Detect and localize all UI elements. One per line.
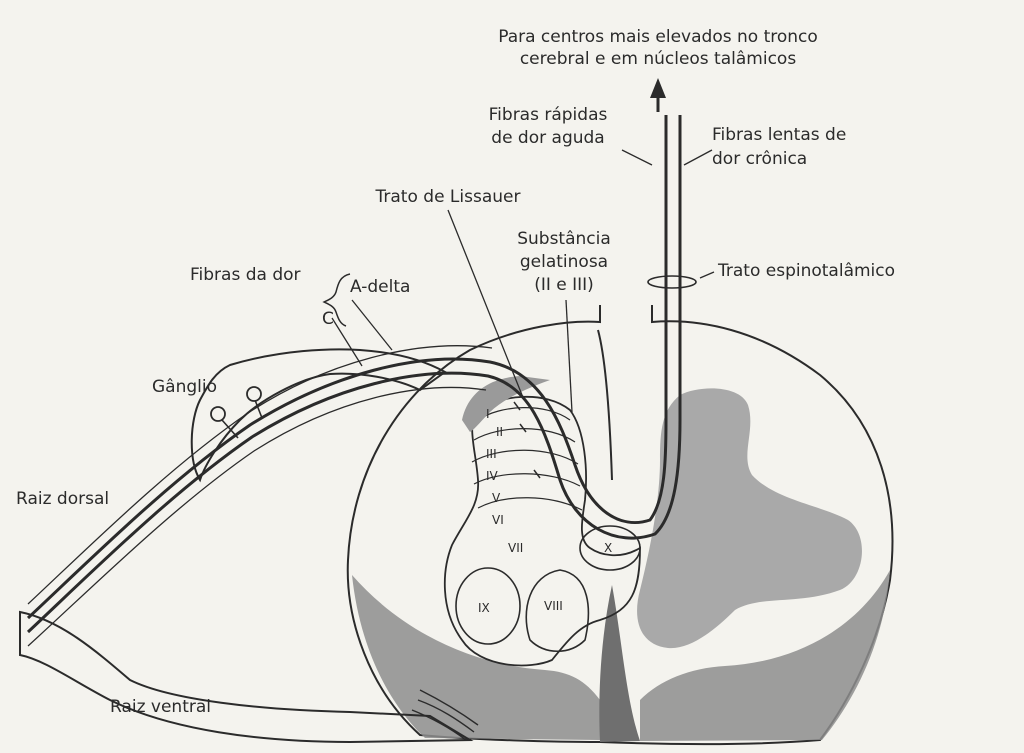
label-a-delta: A-delta xyxy=(350,277,410,297)
label-lissauer-tract: Trato de Lissauer xyxy=(375,187,521,207)
label-slow-fibers-line2: dor crônica xyxy=(712,149,807,169)
ganglion-cell-body-1 xyxy=(211,407,225,421)
lamina-label-iii: III xyxy=(486,447,497,461)
label-pain-fibers: Fibras da dor xyxy=(190,265,301,285)
label-gelatinosa-line1: Substância xyxy=(517,229,611,249)
label-fast-fibers-line2: de dor aguda xyxy=(491,128,604,148)
ganglion-cell-body-2 xyxy=(247,387,261,401)
lamina-label-vi: VI xyxy=(492,513,504,527)
label-higher-centers-line2: cerebral e em núcleos talâmicos xyxy=(520,49,796,69)
label-gelatinosa-line2: gelatinosa xyxy=(520,252,608,272)
label-dorsal-root: Raiz dorsal xyxy=(16,489,109,509)
label-ventral-root: Raiz ventral xyxy=(110,697,211,717)
label-fast-fibers-line1: Fibras rápidas xyxy=(489,105,608,125)
label-gelatinosa-line3: (II e III) xyxy=(534,275,594,295)
label-slow-fibers-line1: Fibras lentas de xyxy=(712,125,846,145)
lamina-label-v: V xyxy=(492,491,501,505)
lamina-label-iv: IV xyxy=(486,469,499,483)
lamina-label-x: X xyxy=(604,541,612,555)
lamina-label-vii: VII xyxy=(508,541,523,555)
label-higher-centers-line1: Para centros mais elevados no tronco xyxy=(498,27,818,47)
lamina-label-viii: VIII xyxy=(544,599,563,613)
lamina-label-ii: II xyxy=(496,425,503,439)
label-ganglion: Gânglio xyxy=(152,377,217,397)
lamina-label-i: I xyxy=(486,407,490,421)
label-spinothalamic-tract: Trato espinotalâmico xyxy=(717,261,895,281)
lamina-label-ix: IX xyxy=(478,601,490,615)
label-c-fiber: C xyxy=(322,309,334,329)
